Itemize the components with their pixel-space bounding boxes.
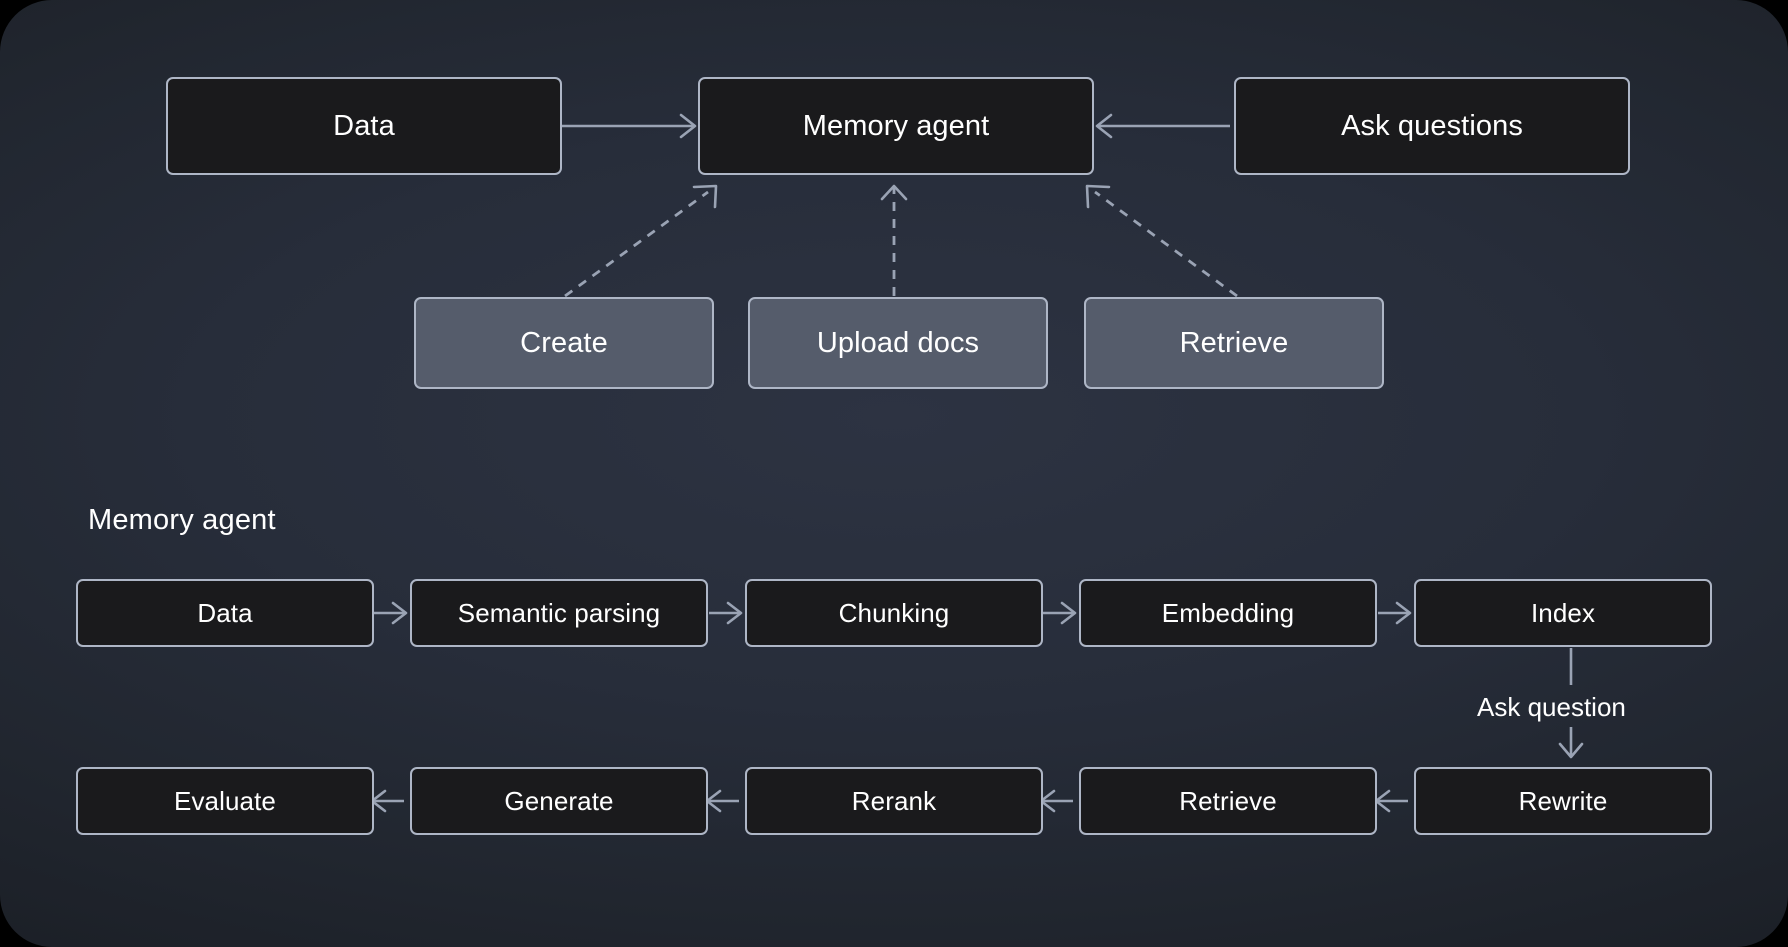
edge-p-semantic-parsing-to-p-chunking [709, 601, 743, 625]
node-pipeline-data[interactable]: Data [76, 579, 374, 647]
node-pipeline-semantic-parsing[interactable]: Semantic parsing [410, 579, 708, 647]
node-pipeline-embedding[interactable]: Embedding [1079, 579, 1377, 647]
edge-p-chunking-to-p-embedding [1043, 601, 1077, 625]
edge-p-retrieve-to-p-rerank [1039, 789, 1073, 813]
node-pipeline-rewrite[interactable]: Rewrite [1414, 767, 1712, 835]
edge-label-ask-question: Ask question [1477, 692, 1626, 722]
node-upload-docs[interactable]: Upload docs [748, 297, 1048, 389]
node-data[interactable]: Data [166, 77, 562, 175]
edge-data-to-memory-agent [562, 113, 697, 139]
node-pipeline-chunking[interactable]: Chunking [745, 579, 1043, 647]
edge-p-embedding-to-p-index [1378, 601, 1412, 625]
edge-upload-docs-to-memory-agent [880, 184, 908, 296]
node-create[interactable]: Create [414, 297, 714, 389]
node-memory-agent[interactable]: Memory agent [698, 77, 1094, 175]
section-title-memory-agent: Memory agent [88, 504, 276, 536]
edge-p-data-to-p-semantic-parsing [374, 601, 408, 625]
node-pipeline-index[interactable]: Index [1414, 579, 1712, 647]
edge-p-generate-to-p-evaluate [370, 789, 404, 813]
edge-p-rewrite-to-p-retrieve [1374, 789, 1408, 813]
edge-p-rerank-to-p-generate [705, 789, 739, 813]
node-retrieve[interactable]: Retrieve [1084, 297, 1384, 389]
edge-ask-questions-to-memory-agent [1095, 113, 1230, 139]
node-pipeline-generate[interactable]: Generate [410, 767, 708, 835]
edge-retrieve-to-memory-agent [1085, 184, 1238, 298]
node-pipeline-evaluate[interactable]: Evaluate [76, 767, 374, 835]
node-pipeline-retrieve[interactable]: Retrieve [1079, 767, 1377, 835]
edge-create-to-memory-agent [564, 184, 718, 298]
node-pipeline-rerank[interactable]: Rerank [745, 767, 1043, 835]
node-ask-questions[interactable]: Ask questions [1234, 77, 1630, 175]
